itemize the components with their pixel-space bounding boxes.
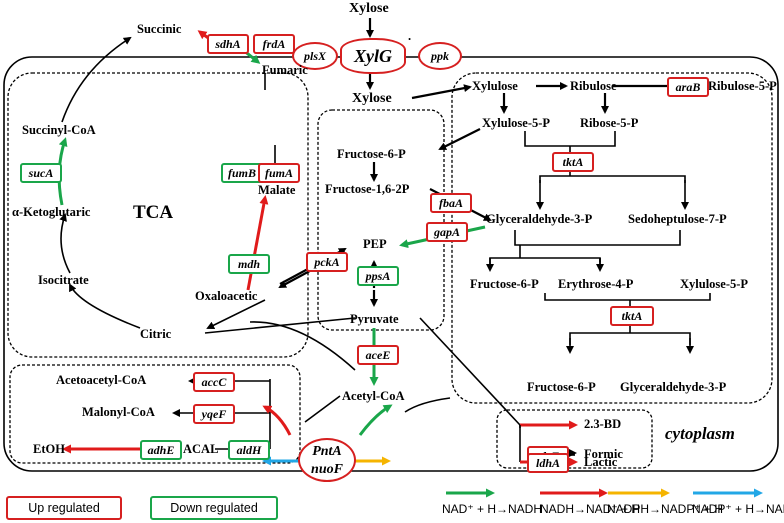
- gene-suca: sucA: [20, 163, 62, 183]
- metabolite-xylulose: Xylulose: [472, 79, 518, 93]
- gene-ldha-box: ldhA: [527, 453, 569, 473]
- metabolite-succinic: Succinic: [137, 22, 182, 36]
- gene-ppsa: ppsA: [357, 266, 399, 286]
- tca-label: TCA: [133, 202, 174, 223]
- metabolite-acetoacetyl-coa: Acetoacetyl-CoA: [56, 373, 147, 387]
- metabolite-a-ketoglutaric: α-Ketoglutaric: [12, 205, 91, 219]
- gene-aldh: aldH: [228, 440, 270, 460]
- legend-nadh-to-nad: NADH→NAD⁺ + H: [540, 502, 641, 516]
- xylg-transporter: XylG: [340, 38, 406, 74]
- metabolite-pyruvate: Pyruvate: [350, 312, 399, 326]
- gene-ppk: ppk: [418, 42, 462, 70]
- tca-compartment: [7, 72, 309, 358]
- metabolite-2-3-bd: 2.3-BD: [584, 417, 622, 431]
- metabolite-sedoheptulose-7-p: Sedoheptulose-7-P: [628, 212, 727, 226]
- metabolite-xylulose-5-p-a: Xylulose-5-P: [482, 116, 551, 130]
- metabolite-isocitrate: Isocitrate: [38, 273, 89, 287]
- metabolite-fructose-6-p-a: Fructose-6-P: [337, 147, 406, 161]
- legend-nad-to-nadh: NAD⁺ + H→NADH: [442, 502, 543, 516]
- metabolite-malonyl-coa: Malonyl-CoA: [82, 405, 155, 419]
- gene-yqef: yqeF: [193, 404, 235, 424]
- glycolysis-compartment: [317, 109, 445, 331]
- dot-mark: .: [408, 29, 412, 43]
- gene-pcka: pckA: [306, 252, 348, 272]
- legend-nadph-to-nadp: NADPH→NADP⁺ + H: [607, 502, 724, 516]
- gene-fbaa: fbaA: [430, 193, 472, 213]
- metabolite-fructose-6-p-c: Fructose-6-P: [527, 380, 596, 394]
- metabolite-etoh: EtOH: [33, 442, 65, 456]
- metabolite-malate: Malate: [258, 183, 296, 197]
- metabolite-ribose-5-p: Ribose-5-P: [580, 116, 639, 130]
- legend-up-regulated: Up regulated: [6, 496, 122, 520]
- pnta-nuof-oval: PntA nuoF: [298, 438, 356, 482]
- metabolite-pep: PEP: [363, 237, 387, 251]
- metabolite-acetyl-coa: Acetyl-CoA: [342, 389, 405, 403]
- cytoplasm-label: cytoplasm: [665, 424, 735, 443]
- metabolite-succinyl-coa: Succinyl-CoA: [22, 123, 96, 137]
- gene-acee: aceE: [357, 345, 399, 365]
- gene-plsx: plsX: [292, 42, 338, 70]
- gene-frda: frdA: [253, 34, 295, 54]
- fatty-acid-compartment: [9, 364, 301, 464]
- metabolite-ribulose-5-p: Ribulose-5-P: [708, 79, 777, 93]
- gene-tkta-1: tktA: [552, 152, 594, 172]
- ppp-compartment: [451, 72, 773, 404]
- legend-nadp-to-nadph: NADP⁺ + H→NADPH: [692, 502, 784, 516]
- metabolite-erythrose-4-p: Erythrose-4-P: [558, 277, 634, 291]
- gene-ppk-label: ppk: [431, 49, 449, 63]
- gene-gapa: gapA: [426, 222, 468, 242]
- gene-sdha: sdhA: [207, 34, 249, 54]
- gene-adhe: adhE: [140, 440, 182, 460]
- gene-tkta-2: tktA: [610, 306, 654, 326]
- metabolite-xylose-in: Xylose: [352, 91, 392, 106]
- gene-arab: araB: [667, 77, 709, 97]
- fermentation-compartment: [496, 409, 653, 469]
- metabolite-ribulose: Ribulose: [570, 79, 617, 93]
- metabolite-glyceraldehyde-3-p-b: Glyceraldehyde-3-P: [620, 380, 727, 394]
- gene-nuof: nuoF: [311, 462, 343, 477]
- gene-accc: accC: [193, 372, 235, 392]
- gene-pnta: PntA: [312, 444, 342, 459]
- metabolite-lactic-label: Lactic: [584, 455, 618, 469]
- metabolite-fructose-6-p-b: Fructose-6-P: [470, 277, 539, 291]
- metabolite-fructose-16-2p: Fructose-1,6-2P: [325, 182, 410, 196]
- metabolite-formic: Formic: [584, 447, 623, 461]
- gene-fuma: fumA: [258, 163, 300, 183]
- metabolite-xylulose-5-p-b: Xylulose-5-P: [680, 277, 749, 291]
- metabolite-citric: Citric: [140, 327, 172, 341]
- metabolite-oxaloacetic: Oxaloacetic: [195, 289, 258, 303]
- gene-fumb: fumB: [221, 163, 263, 183]
- legend-down-regulated: Down regulated: [150, 496, 278, 520]
- gene-plsx-label: plsX: [303, 49, 326, 63]
- gene-xylg: XylG: [354, 46, 392, 66]
- gene-mdh: mdh: [228, 254, 270, 274]
- metabolite-fumaric: Fumaric: [262, 63, 308, 77]
- metabolite-acal: ACAL: [183, 442, 219, 456]
- metabolite-xylose-top: Xylose: [349, 1, 389, 16]
- metabolite-glyceraldehyde-3-p-a: Glyceraldehyde-3-P: [486, 212, 593, 226]
